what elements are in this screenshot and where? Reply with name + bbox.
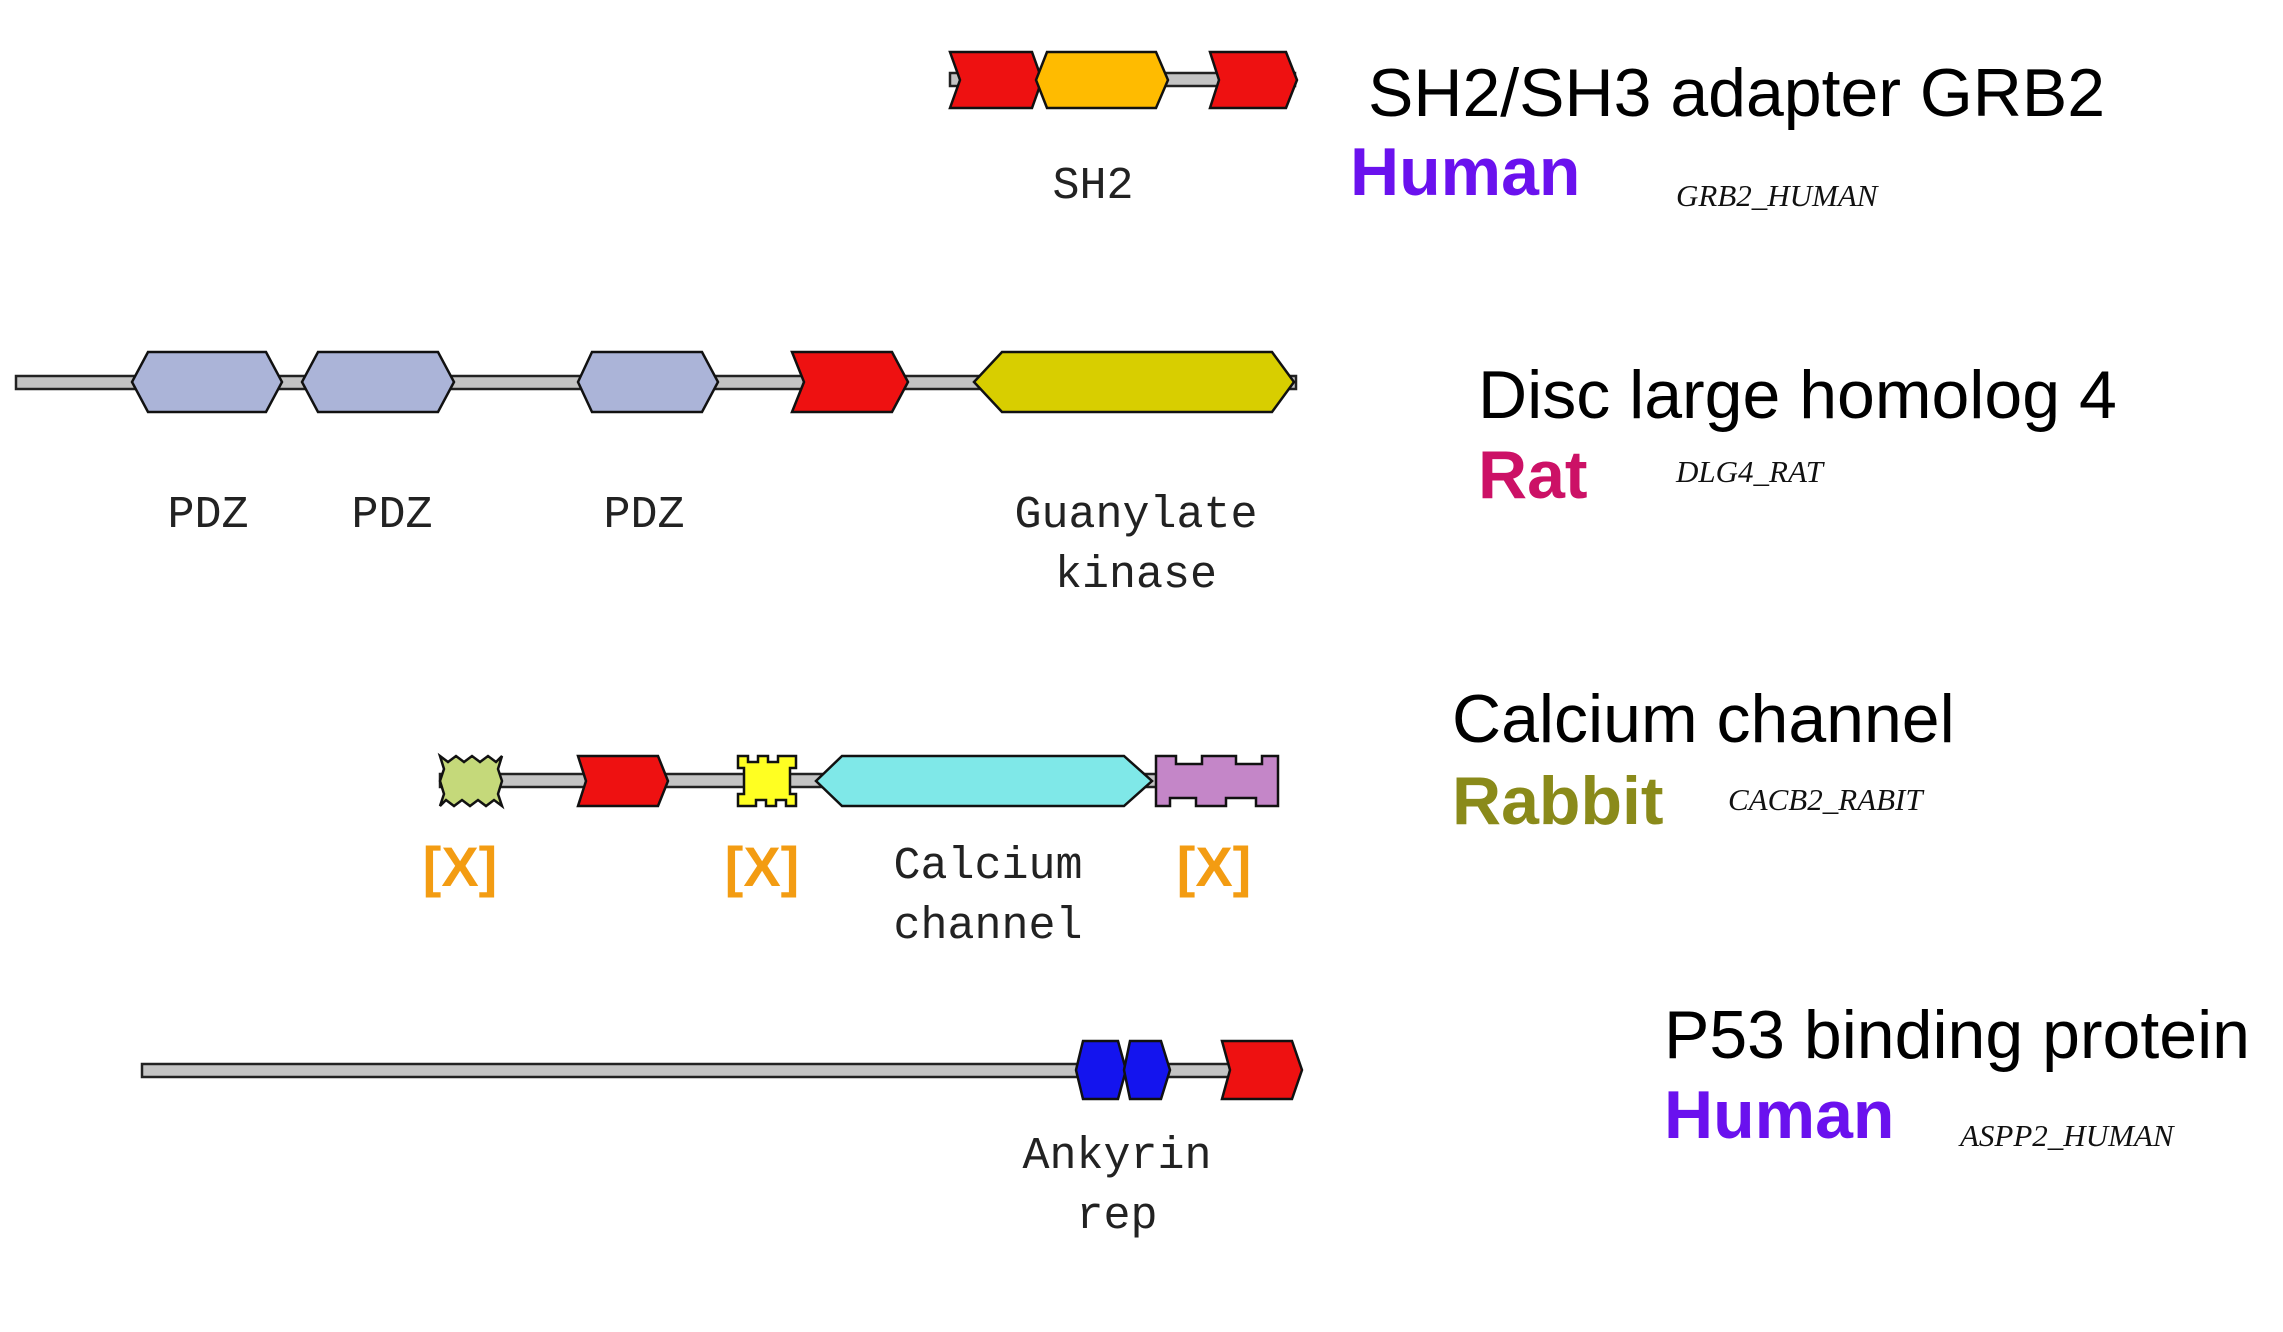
ankyrin-repeat-1 (1074, 1039, 1128, 1101)
protein-grb2: SH2 SH2/SH3 adapter GRB2 Human GRB2_HUMA… (948, 50, 2105, 213)
domain-label-pdz-1: PDZ (167, 490, 248, 541)
species-label: Human (1664, 1077, 1894, 1153)
protein-title: Calcium channel (1452, 681, 1955, 757)
sh2-domain (1034, 50, 1170, 110)
unknown-region-marker-1: [X] (423, 835, 498, 898)
accession-label: CACB2_RABIT (1728, 782, 1925, 817)
protein-cacb2: [X] [X] Calcium channel [X] Calcium chan… (423, 681, 1955, 952)
domain-label-rep: rep (1076, 1191, 1157, 1242)
guanylate-kinase-domain (972, 350, 1296, 414)
unknown-region-marker-2: [X] (725, 835, 800, 898)
protein-title: SH2/SH3 adapter GRB2 (1368, 55, 2105, 131)
species-label: Human (1350, 134, 1580, 210)
unknown-region-yellow (736, 754, 798, 808)
sh3-domain (576, 754, 670, 808)
species-label: Rabbit (1452, 763, 1664, 839)
domain-label-channel: channel (893, 901, 1082, 952)
unknown-region-marker-3: [X] (1177, 835, 1252, 898)
calcium-channel-domain (814, 754, 1154, 808)
protein-title: Disc large homolog 4 (1478, 357, 2117, 433)
domain-label-sh2: SH2 (1052, 161, 1133, 212)
sh3-domain-c-terminal (1208, 50, 1299, 110)
domain-label-pdz-2: PDZ (351, 490, 432, 541)
domain-label-kinase: kinase (1055, 550, 1217, 601)
sh3-domain (1220, 1039, 1304, 1101)
protein-dlg4: PDZ PDZ PDZ Guanylate kinase Disc large … (14, 350, 2117, 601)
accession-label: GRB2_HUMAN (1676, 178, 1880, 213)
accession-label: ASPP2_HUMAN (1958, 1118, 2176, 1153)
unknown-region-purple (1154, 754, 1280, 808)
accession-label: DLG4_RAT (1675, 454, 1826, 489)
domain-label-calcium: Calcium (893, 841, 1082, 892)
species-label: Rat (1478, 437, 1588, 513)
pdz-domain-3 (576, 350, 720, 414)
sh3-domain-n-terminal (948, 50, 1044, 110)
protein-title: P53 binding protein (1664, 997, 2250, 1073)
ankyrin-repeat-2 (1122, 1039, 1172, 1101)
domain-label-pdz-3: PDZ (603, 490, 684, 541)
sh3-domain (790, 350, 910, 414)
low-complexity-region (437, 752, 505, 810)
domain-label-ankyrin: Ankyrin (1022, 1131, 1211, 1182)
protein-aspp2: Ankyrin rep P53 binding protein Human AS… (140, 997, 2250, 1242)
domain-label-guanylate: Guanylate (1014, 490, 1257, 541)
pdz-domain-2 (300, 350, 456, 414)
pdz-domain-1 (130, 350, 284, 414)
